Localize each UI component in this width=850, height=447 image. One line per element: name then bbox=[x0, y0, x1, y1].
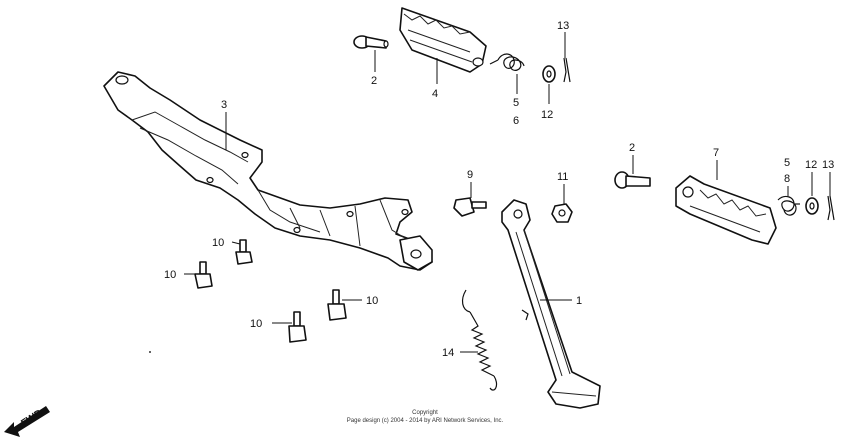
stray-dot bbox=[149, 351, 151, 353]
callout-14: 14 bbox=[442, 347, 454, 359]
callout-5-right: 5 bbox=[784, 157, 790, 169]
callout-8: 8 bbox=[784, 173, 790, 185]
cotter-pin-part-13-right bbox=[827, 195, 835, 221]
bolt-part-10-d bbox=[288, 311, 307, 343]
callout-13-left: 13 bbox=[557, 20, 569, 32]
callout-10-c: 10 bbox=[366, 295, 378, 307]
washer-part-12-left bbox=[542, 65, 556, 83]
pin-part-2-left bbox=[353, 35, 389, 49]
callout-11: 11 bbox=[557, 171, 568, 183]
callout-13-right: 13 bbox=[822, 159, 834, 171]
callout-3: 3 bbox=[221, 99, 227, 111]
callout-6: 6 bbox=[513, 115, 519, 127]
side-stand-part-1 bbox=[501, 199, 601, 409]
leader-10-a bbox=[231, 241, 241, 245]
callout-9: 9 bbox=[467, 169, 473, 181]
callout-4: 4 bbox=[432, 88, 438, 100]
copyright-line-1: Copyright bbox=[412, 410, 438, 416]
callout-5-left: 5 bbox=[513, 97, 519, 109]
nut-part-11 bbox=[551, 203, 573, 223]
callout-12-left: 12 bbox=[541, 109, 553, 121]
step-bar-part-3 bbox=[103, 71, 433, 271]
pin-part-2-right bbox=[614, 171, 651, 189]
callout-1: 1 bbox=[576, 295, 582, 307]
washer-part-12-right bbox=[805, 197, 819, 215]
callout-7: 7 bbox=[713, 147, 719, 159]
fwd-arrow-icon bbox=[4, 406, 50, 437]
callout-12-right: 12 bbox=[805, 159, 817, 171]
footpeg-part-4 bbox=[399, 7, 487, 73]
callout-10-a: 10 bbox=[212, 237, 224, 249]
cotter-pin-part-13-left bbox=[563, 57, 571, 83]
spring-part-5-right bbox=[777, 195, 800, 216]
bolt-part-10-a bbox=[235, 239, 253, 265]
bolt-part-9 bbox=[453, 197, 487, 217]
spring-part-14 bbox=[461, 289, 498, 391]
callout-10-d: 10 bbox=[250, 318, 262, 330]
callout-10-b: 10 bbox=[164, 269, 176, 281]
bolt-part-10-c bbox=[327, 289, 347, 321]
footpeg-part-7 bbox=[675, 175, 777, 245]
callout-2-left: 2 bbox=[371, 75, 377, 87]
bolt-part-10-b bbox=[194, 261, 213, 289]
spring-part-5-left bbox=[489, 53, 525, 71]
callout-2-right: 2 bbox=[629, 142, 635, 154]
copyright-line-2: Page design (c) 2004 - 2014 by ARI Netwo… bbox=[346, 418, 504, 424]
